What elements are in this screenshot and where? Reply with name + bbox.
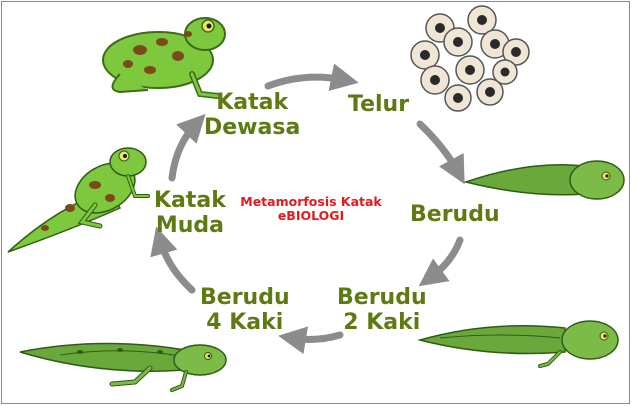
tadpole-illustration [463, 160, 625, 200]
stage-label-adult-frog: Katak Dewasa [204, 90, 300, 140]
stage-label-tadpole: Berudu [410, 202, 500, 227]
center-subtitle: eBIOLOGI [277, 208, 345, 223]
stage-label-adult-frog-line1: Katak [216, 90, 289, 115]
center-title-block: Metamorfosis Katak eBIOLOGI [236, 195, 386, 223]
arrow-adult-to-egg [264, 63, 359, 91]
stage-label-tadpole-line1: Berudu [410, 202, 500, 227]
stage-label-tadpole-four-legs: Berudu 4 Kaki [200, 285, 290, 335]
arrow-four-legs-to-young-frog [150, 226, 196, 294]
stage-label-tadpole-four-legs-line1: Berudu [200, 285, 290, 310]
center-title: Metamorfosis Katak [240, 194, 382, 209]
arrow-tadpole-to-two-legs [418, 236, 464, 287]
stage-label-young-frog-line1: Katak [154, 188, 226, 213]
stage-label-tadpole-two-legs-line2: 2 Kaki [343, 310, 421, 335]
arrow-two-legs-to-four-legs [278, 326, 344, 355]
stage-label-young-frog-line2: Muda [155, 213, 225, 238]
frog-eggs-illustration [410, 5, 530, 112]
stage-label-tadpole-four-legs-line2: 4 Kaki [206, 310, 284, 335]
young-frog-illustration [7, 147, 150, 253]
stage-label-egg-line1: Telur [348, 92, 410, 117]
stage-label-adult-frog-line2: Dewasa [204, 115, 301, 140]
stage-label-egg: Telur [348, 92, 409, 117]
stage-label-young-frog: Katak Muda [154, 188, 226, 238]
tadpole-two-legs-illustration [417, 320, 619, 368]
arrow-young-frog-to-adult [168, 113, 206, 182]
stage-label-tadpole-two-legs: Berudu 2 Kaki [337, 285, 427, 335]
tadpole-four-legs-illustration [19, 342, 227, 392]
adult-frog-illustration [102, 17, 226, 99]
arrow-egg-to-tadpole [416, 120, 465, 185]
stage-label-tadpole-two-legs-line1: Berudu [337, 285, 427, 310]
